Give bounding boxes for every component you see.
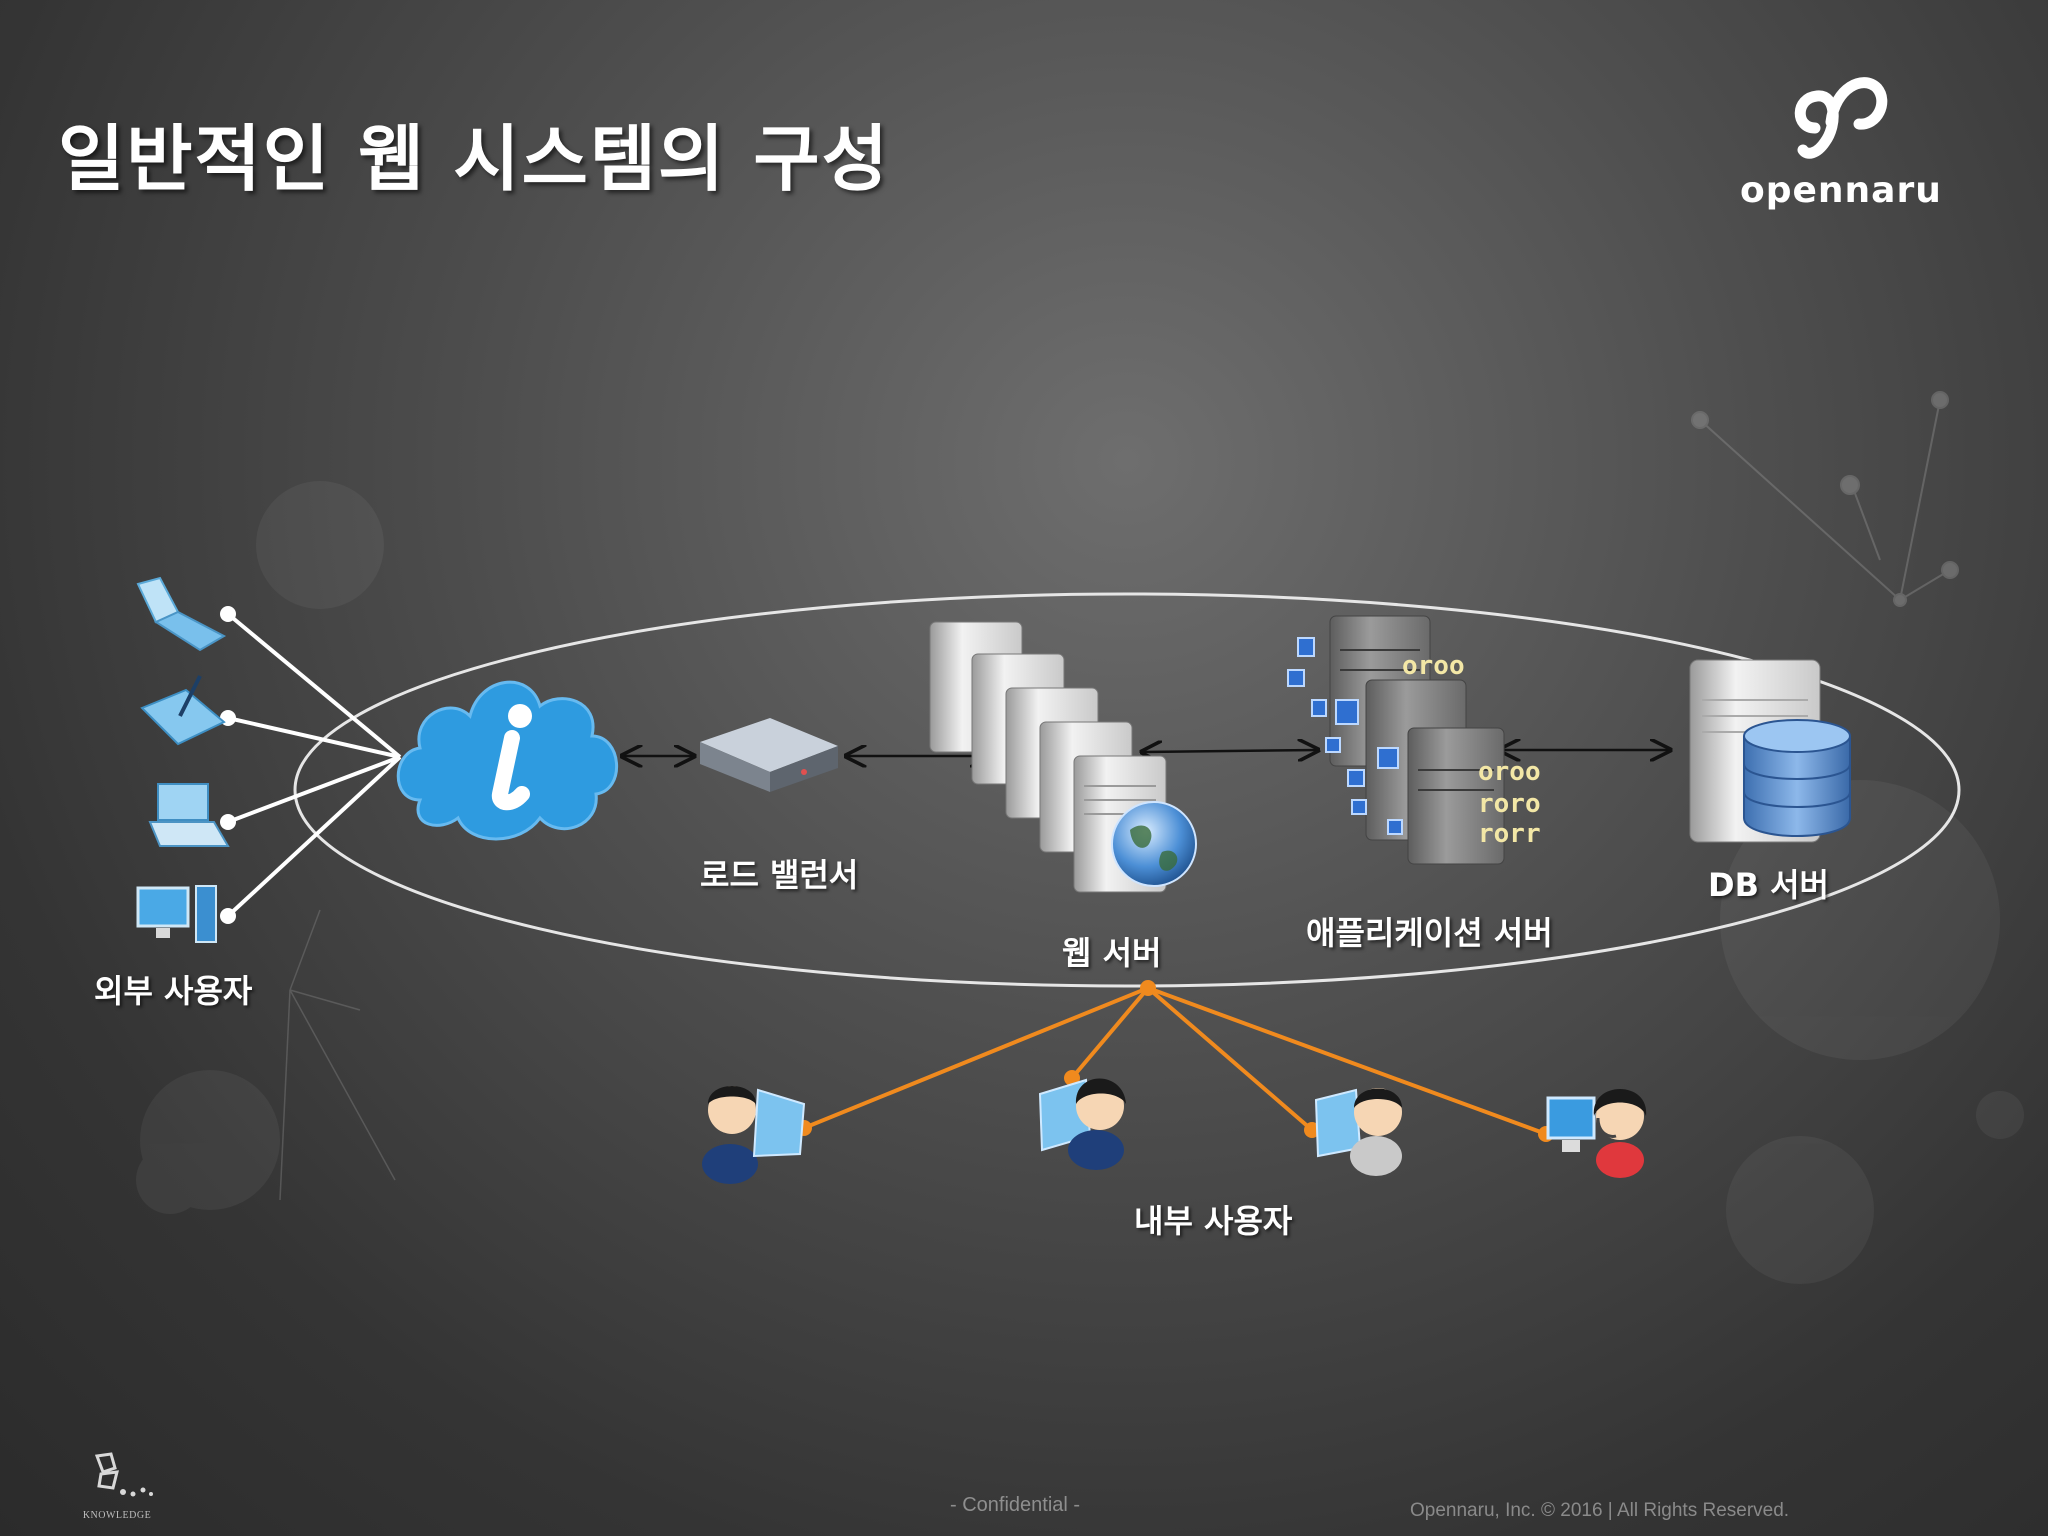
binary-line: oroo [1402, 651, 1465, 681]
application-server-icon [1329, 615, 1505, 865]
desktop-computer-icon [136, 885, 217, 943]
system-boundary-ellipse [293, 592, 1961, 988]
opennaru-logo-mark-icon [1794, 77, 1888, 159]
link-node [220, 606, 236, 622]
database-cylinder-icon [1743, 719, 1851, 837]
web-server-rack-icon [929, 621, 1167, 893]
web-server-label: 웹 서버 [1062, 934, 1162, 972]
knowledge-label: KNOWLEDGE [82, 1510, 152, 1521]
link-node [220, 908, 236, 924]
link-node [220, 814, 236, 830]
opennaru-logo: opennaru [1740, 68, 1942, 211]
office-worker-female-icon [1038, 1078, 1126, 1170]
load-balancer-icon [700, 718, 838, 792]
decor-circles [136, 481, 2024, 1284]
decor-network-right [1691, 391, 1959, 607]
confidential-label: - Confidential - [950, 1494, 1081, 1516]
internal-user-links [803, 986, 1547, 1136]
office-worker-casual-icon [1314, 1088, 1402, 1176]
slide-title: 일반적인 웹 시스템의 구성 [58, 117, 890, 201]
binary-line: oroo [1478, 757, 1541, 787]
db-server-label: DB 서버 [1708, 866, 1829, 904]
globe-icon [1111, 801, 1197, 887]
connection-arrows [622, 750, 1670, 756]
binary-code-text: oroo oroo roro rorr [1402, 651, 1541, 849]
notebook-computer-icon [148, 783, 230, 847]
binary-line: rorr [1478, 819, 1541, 849]
tablet-pen-icon [140, 675, 226, 746]
copyright-notice: Opennaru, Inc. © 2016 | All Rights Reser… [1410, 1500, 1790, 1521]
brand-name: opennaru [1740, 170, 1942, 211]
load-balancer-label: 로드 밸런서 [700, 856, 859, 894]
internet-cloud-icon [396, 680, 619, 841]
external-user-links [226, 612, 402, 918]
knowledge-mark-icon [94, 1452, 153, 1497]
call-center-agent-icon [1546, 1089, 1647, 1178]
knowledge-logo: KNOWLEDGE [72, 1450, 162, 1521]
binary-line: roro [1478, 789, 1541, 819]
external-users-label: 외부 사용자 [94, 972, 253, 1010]
internal-users-label: 내부 사용자 [1134, 1202, 1293, 1240]
decor-network-left [279, 909, 396, 1201]
app-server-label: 애플리케이션 서버 [1306, 914, 1553, 952]
hub-node [1140, 980, 1156, 996]
office-worker-male-icon [702, 1086, 806, 1184]
data-blocks-icon [1287, 637, 1403, 835]
laptop-icon [136, 576, 227, 652]
